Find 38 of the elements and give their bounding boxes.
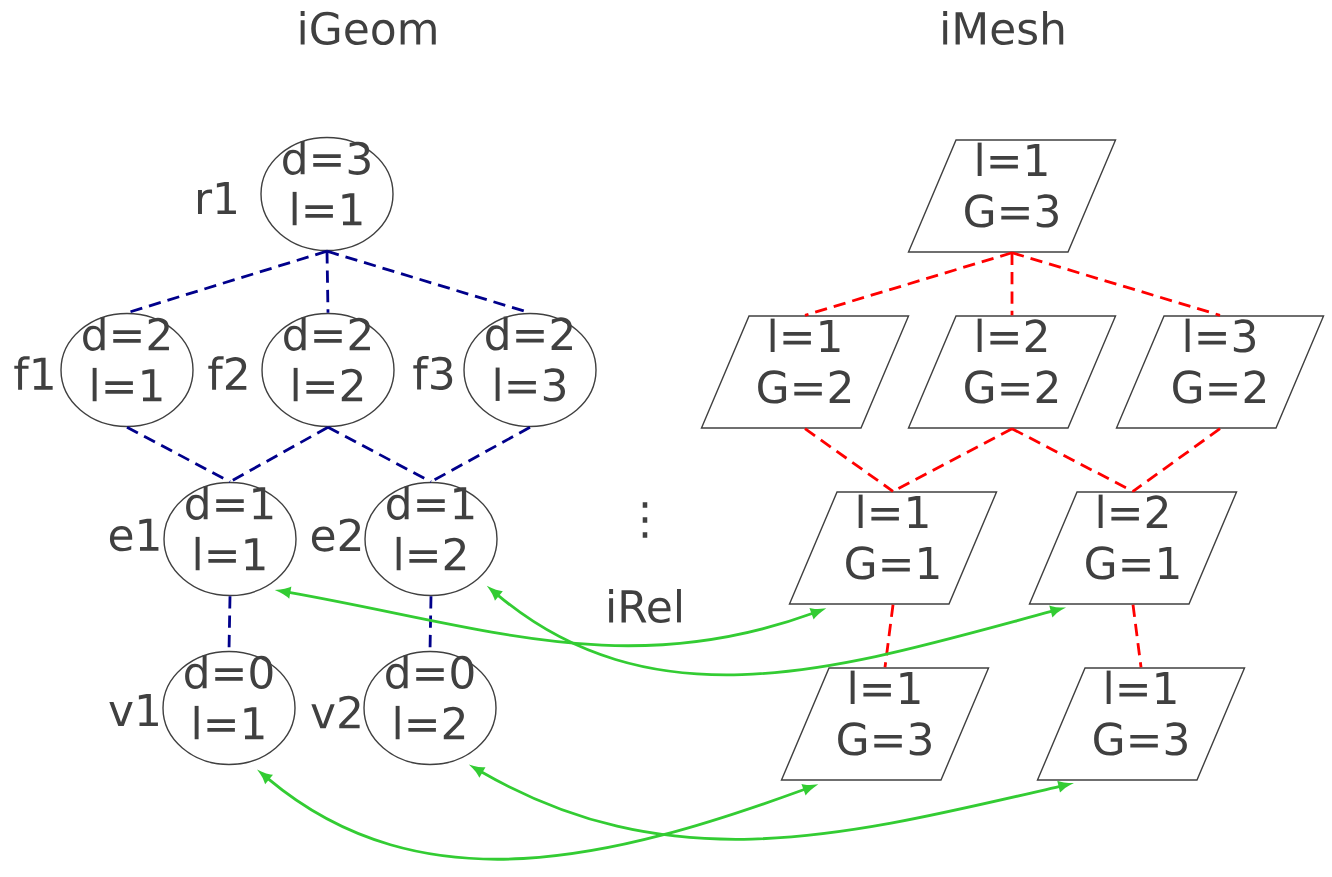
ellipsis: ⋮ [642, 502, 648, 538]
connector [1010, 252, 1014, 316]
connector [1132, 427, 1221, 493]
parallelogram-node: l=1 G=2 [700, 315, 910, 429]
parallelogram-node: l=2 G=2 [907, 315, 1117, 429]
ellipse-node: d=3 l=1 [260, 136, 394, 252]
connector [325, 251, 330, 313]
ellipse-node: d=2 l=2 [261, 312, 395, 428]
connector [1131, 604, 1143, 668]
parallelogram-node: l=2 G=1 [1028, 491, 1238, 605]
connector [1011, 251, 1221, 317]
parallelogram-node: l=1 G=1 [788, 491, 998, 605]
node-label: v1 [109, 694, 158, 726]
node-label: v2 [311, 695, 360, 729]
column-heading: iMesh [943, 11, 1064, 45]
parallelogram-node: l=1 G=3 [780, 667, 990, 781]
connector [126, 425, 231, 484]
ellipse-node: d=1 l=2 [364, 481, 498, 597]
connector [229, 426, 329, 484]
ellipse-node: d=0 l=2 [363, 650, 497, 766]
connector [804, 427, 894, 493]
connector [327, 425, 432, 484]
ellipse-node: d=1 l=1 [163, 481, 297, 597]
node-label: f2 [208, 356, 247, 390]
connector [804, 251, 1013, 317]
node-label: r1 [198, 182, 236, 214]
node-label: f1 [14, 356, 53, 390]
parallelogram-node: l=1 G=3 [907, 139, 1117, 253]
ellipse-node: d=2 l=1 [60, 312, 194, 428]
ellipse-node: d=0 l=1 [162, 650, 296, 766]
node-label: f3 [413, 356, 453, 390]
column-heading: iGeom [300, 11, 436, 45]
node-label: e2 [311, 518, 361, 552]
ellipse-node: d=2 l=3 [463, 312, 597, 428]
node-label: e1 [109, 518, 159, 552]
parallelogram-node: l=1 G=3 [1036, 667, 1246, 781]
parallelogram-node: l=3 G=2 [1115, 315, 1325, 429]
connector [1011, 427, 1134, 493]
